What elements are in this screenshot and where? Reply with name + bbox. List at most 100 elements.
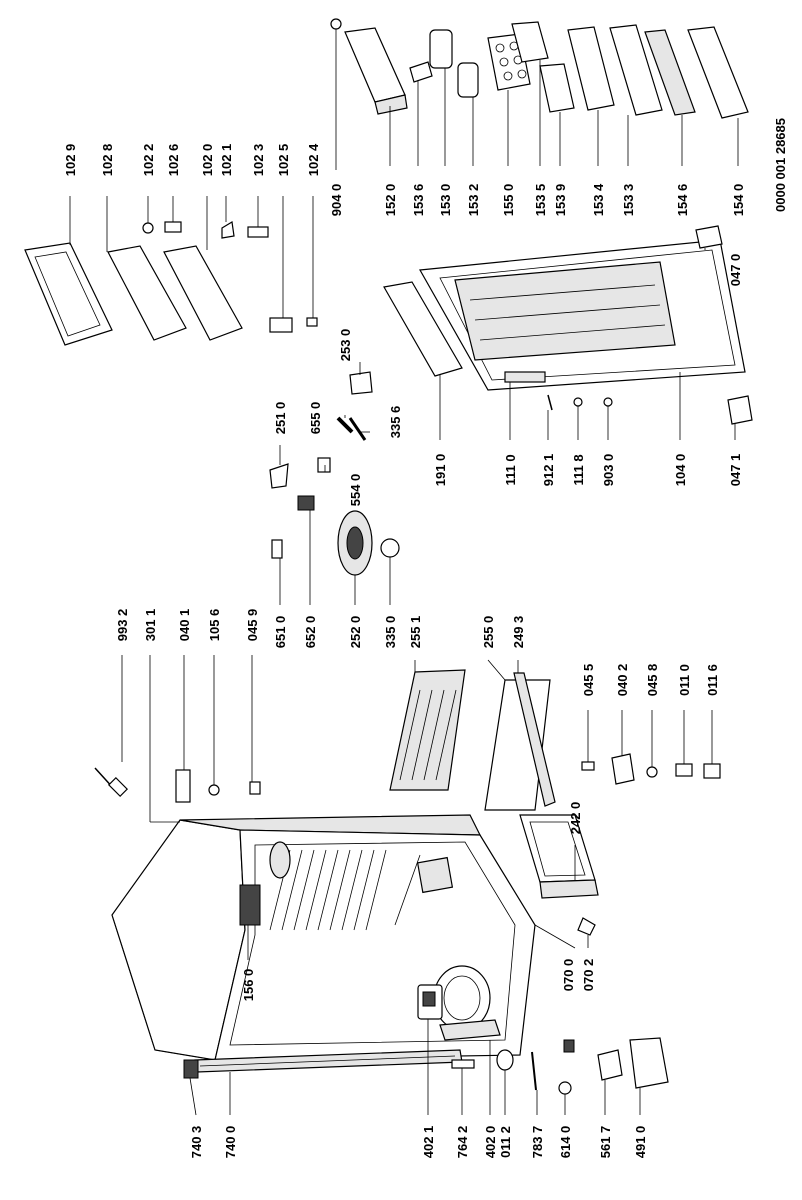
- grille-clip: [183, 1059, 199, 1079]
- relay-starter: [417, 984, 443, 1020]
- callout-label: 153 2: [466, 184, 481, 217]
- door-screw: [547, 394, 553, 411]
- callout-label: 255 0: [481, 616, 496, 649]
- door-foot-lower: [727, 395, 753, 425]
- adjustable-foot-a: [675, 763, 693, 777]
- callout-label: 912 1: [541, 454, 556, 487]
- callout-label: 651 0: [273, 616, 288, 649]
- hinge-bushing: [208, 784, 220, 796]
- cable-clamp: [558, 1039, 575, 1095]
- lamp-cover: [269, 463, 289, 489]
- bottle-shelf: [344, 27, 408, 115]
- hinge-washer: [646, 766, 658, 778]
- small-bin-upper: [511, 21, 549, 63]
- callout-label: 102 4: [306, 143, 321, 176]
- door-hinge-pin: [573, 397, 583, 407]
- callout-label: 561 7: [598, 1126, 613, 1159]
- callout-label: 153 3: [621, 184, 636, 217]
- hinge-lower: [611, 753, 635, 785]
- callout-label: 153 4: [591, 183, 606, 216]
- hinge-pin: [249, 781, 261, 795]
- switch-assembly: [297, 495, 315, 511]
- callout-label: 740 0: [223, 1126, 238, 1159]
- glass-shelf: [389, 669, 466, 791]
- callout-label: 335 6: [388, 406, 403, 439]
- callout-label: 040 2: [615, 664, 630, 697]
- callout-label: 011 6: [705, 664, 720, 696]
- callout-label: 104 0: [673, 454, 688, 487]
- callout-label: 152 0: [383, 184, 398, 217]
- callout-label: 070 0: [561, 959, 576, 992]
- butter-dish-small: [457, 62, 479, 98]
- callout-label: 047 1: [728, 454, 743, 487]
- door-foot-upper: [695, 225, 723, 249]
- door-assembly: [419, 239, 746, 391]
- shelf-divider: [409, 61, 433, 83]
- callout-label: 764 2: [455, 1126, 470, 1159]
- push-button: [317, 457, 331, 473]
- callout-label: 783 7: [530, 1126, 545, 1159]
- shelf-rail: [644, 29, 696, 116]
- callout-label: 255 1: [408, 616, 423, 649]
- callout-label: 111 8: [571, 454, 586, 485]
- callout-label: 655 0: [308, 402, 323, 435]
- callout-label: 554 0: [348, 474, 363, 507]
- callout-label: 614 0: [558, 1126, 573, 1159]
- callout-label: 153 9: [553, 184, 568, 217]
- flap-catch: [221, 221, 235, 239]
- callout-label: 153 0: [438, 184, 453, 217]
- drawer-clip: [577, 917, 596, 936]
- callout-label: 070 2: [581, 959, 596, 992]
- compressor: [433, 965, 501, 1041]
- rubber-grommet: [496, 1049, 514, 1071]
- small-plate: [306, 317, 318, 327]
- door-washer: [603, 397, 613, 407]
- door-shelf-large: [609, 24, 663, 116]
- adjustable-foot-b: [703, 763, 721, 779]
- callout-label: 011 2: [498, 1126, 513, 1158]
- callout-label: 045 5: [581, 664, 596, 697]
- callout-label: 011 0: [677, 664, 692, 696]
- door-gasket: [383, 281, 463, 377]
- callout-label: 154 0: [731, 184, 746, 217]
- spacer: [581, 761, 595, 771]
- door-shelf-medium: [567, 26, 615, 111]
- callout-label: 102 5: [276, 144, 291, 177]
- callout-label: 111 0: [503, 454, 518, 485]
- butter-dish-large: [429, 29, 453, 69]
- callout-label: 251 0: [273, 402, 288, 435]
- cover-strip: [513, 672, 556, 807]
- relay-cover: [597, 1049, 623, 1081]
- small-bin-lower: [539, 63, 575, 113]
- callout-label: 156 0: [241, 969, 256, 1002]
- screw-cap: [330, 18, 342, 30]
- cabinet-vent-grille: [239, 884, 261, 926]
- callout-label: 153 5: [533, 184, 548, 217]
- callout-label: 652 0: [303, 616, 318, 649]
- callout-label: 993 2: [115, 609, 130, 642]
- callout-label: 102 0: [200, 144, 215, 177]
- crisper-drawer: [519, 814, 599, 899]
- callout-label: 105 6: [207, 609, 222, 642]
- callout-label: 903 0: [601, 454, 616, 487]
- callout-label: 045 9: [245, 609, 260, 642]
- capillary-tube: [531, 1051, 537, 1091]
- callout-label: 102 6: [166, 144, 181, 177]
- document-number: 0000 001 28685: [773, 118, 788, 212]
- callout-label: 253 0: [338, 329, 353, 362]
- callout-label: 191 0: [433, 454, 448, 487]
- lamp-socket: [271, 539, 283, 559]
- callout-label: 102 3: [251, 144, 266, 177]
- hinge-bracket: [175, 769, 191, 803]
- flap-knob: [142, 222, 154, 234]
- freezer-door-frame: [24, 242, 113, 346]
- callout-labels: 102 9 102 8 102 2 102 6 102 0 102 1 102 …: [63, 143, 746, 1158]
- callout-label: 155 0: [501, 184, 516, 217]
- drier-filter: [451, 1059, 475, 1069]
- callout-label: 402 0: [483, 1126, 498, 1159]
- callout-label: 491 0: [633, 1126, 648, 1159]
- thermostat-knob-shaft: [348, 417, 367, 441]
- callout-label: 154 6: [675, 184, 690, 217]
- thermostat-clip: [349, 371, 373, 395]
- flap-hinge: [164, 221, 182, 233]
